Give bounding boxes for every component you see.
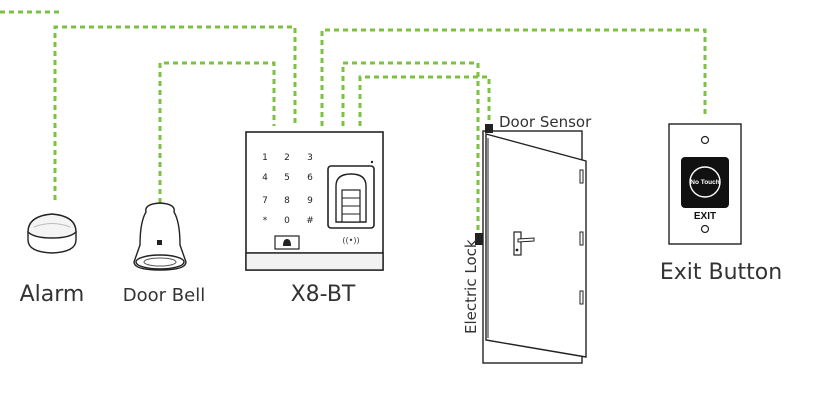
keypad-key: 2 <box>284 153 290 163</box>
wire-electric-lock <box>341 61 480 236</box>
exit-text: EXIT <box>694 211 716 222</box>
wire-door-sensor <box>358 75 491 126</box>
keypad-key: 0 <box>284 216 290 226</box>
keypad-key: * <box>263 216 268 226</box>
keypad-key: 7 <box>262 196 268 206</box>
alarm-device: Alarm <box>20 213 85 307</box>
bell-icon <box>133 202 187 271</box>
keypad-key: 6 <box>307 173 313 183</box>
rfid-icon: ((•)) <box>342 236 359 245</box>
exit-button-device: No Touch EXIT Exit Button <box>660 123 782 285</box>
keypad-key: 8 <box>284 196 290 206</box>
fingerprint-sensor <box>327 165 375 229</box>
keypad-key: 9 <box>307 196 313 206</box>
doorbell-key <box>274 235 300 250</box>
keypad-key: # <box>306 216 314 226</box>
no-touch-button <box>681 157 729 208</box>
keypad: 1 2 3 4 5 6 7 8 9 * 0 # <box>262 153 314 226</box>
door-leaf <box>485 133 587 358</box>
door-sensor-icon <box>485 124 493 133</box>
keypad-key: 4 <box>262 173 268 183</box>
door-bell-label: Door Bell <box>123 285 205 306</box>
exit-button-label: Exit Button <box>660 260 782 285</box>
keypad-key: 5 <box>284 173 290 183</box>
keypad-key: 3 <box>307 153 313 163</box>
door-handle-icon <box>513 231 535 256</box>
door-sensor-label: Door Sensor <box>499 113 592 131</box>
wiring-group <box>0 10 707 236</box>
keypad-key: 1 <box>262 153 268 163</box>
wire-exit-button <box>320 28 707 126</box>
door-bell-device: Door Bell <box>123 202 205 306</box>
door-assembly: Door Sensor Electric Lock <box>462 113 592 364</box>
alarm-label: Alarm <box>20 282 85 307</box>
electric-lock-icon <box>475 233 483 245</box>
wire-alarm <box>53 25 297 200</box>
no-touch-text: No Touch <box>690 179 720 186</box>
device-label: X8-BT <box>291 282 356 307</box>
x8-bt-device: 1 2 3 4 5 6 7 8 9 * 0 # ((•)) X8-BT <box>245 131 384 307</box>
electric-lock-label: Electric Lock <box>462 239 480 334</box>
